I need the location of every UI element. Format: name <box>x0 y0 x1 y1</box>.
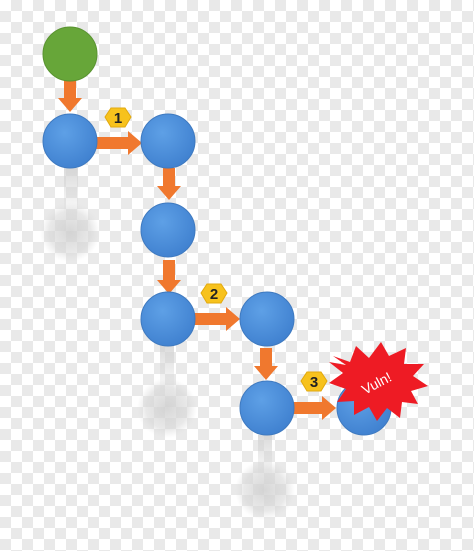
vuln-burst: Vuln! <box>329 342 428 421</box>
path-node <box>239 291 295 347</box>
arrow-down <box>157 168 181 200</box>
arrow-down <box>254 348 278 380</box>
ghost-node <box>235 460 295 520</box>
ghost-branches <box>40 168 295 520</box>
step-number: 1 <box>114 110 122 127</box>
start-node <box>42 26 98 82</box>
badge-icon <box>300 371 328 392</box>
path-node <box>239 380 295 436</box>
badge-icon <box>104 107 132 128</box>
path-arrows <box>58 78 336 420</box>
path-nodes <box>42 26 392 436</box>
path-node <box>140 113 196 169</box>
arrow-right <box>292 396 336 420</box>
path-node <box>140 291 196 347</box>
arrow-down <box>58 78 82 112</box>
badge-icon <box>200 283 228 304</box>
arrow-right <box>96 131 142 155</box>
burst-icon <box>329 342 428 421</box>
path-node <box>140 202 196 258</box>
step-badge: 2 <box>200 283 228 304</box>
ghost-node <box>40 202 100 262</box>
arrow-down <box>157 260 181 294</box>
step-badge: 1 <box>104 107 132 128</box>
path-node <box>42 113 98 169</box>
step-badge: 3 <box>300 371 328 392</box>
arrow-right <box>193 307 240 331</box>
step-number: 3 <box>310 374 318 391</box>
ghost-node <box>137 378 197 438</box>
step-number: 2 <box>210 286 218 303</box>
